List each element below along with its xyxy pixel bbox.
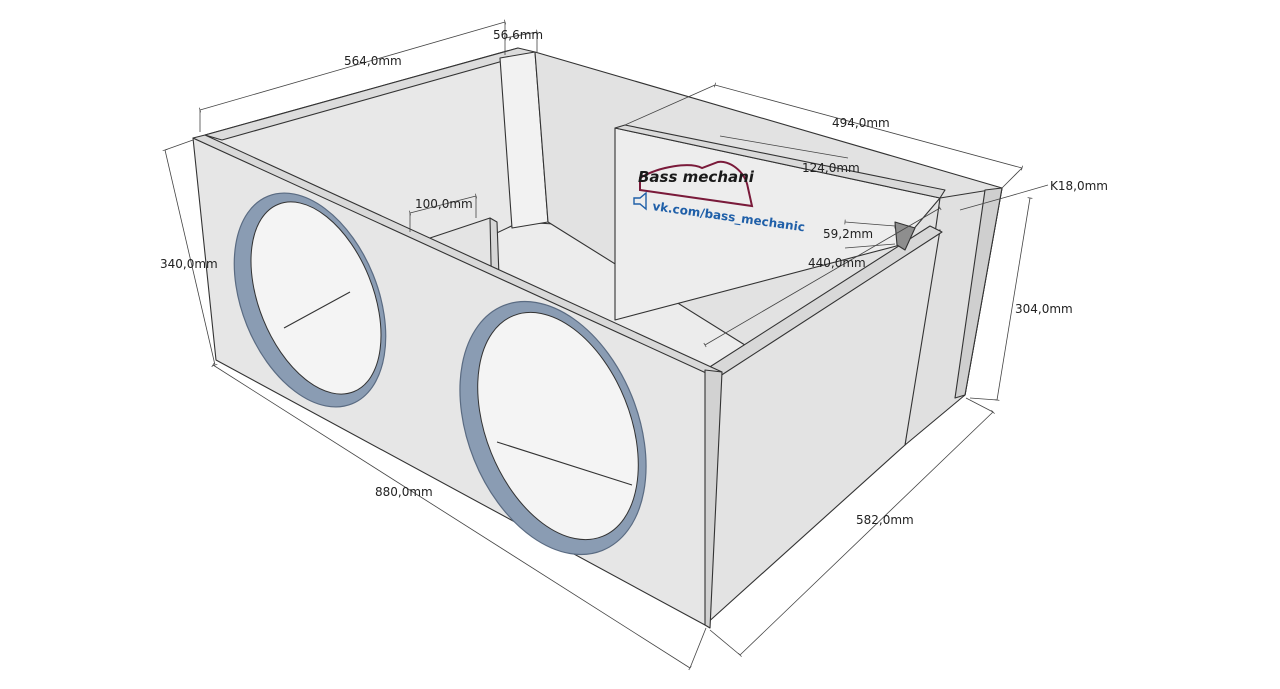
dim-port-width: 59,2mm xyxy=(823,227,873,241)
front-right-edge xyxy=(704,369,723,629)
dim-front-height: 340,0mm xyxy=(160,257,218,271)
dim-thickness: K18,0mm xyxy=(1050,179,1108,193)
dimension-labels: 564,0mm 56,6mm 494,0mm 124,0mm K18,0mm 3… xyxy=(160,28,1108,527)
dim-top-gap: 56,6mm xyxy=(493,28,543,42)
dim-side-depth: 582,0mm xyxy=(856,513,914,527)
dim-port-inner: 124,0mm xyxy=(802,161,860,175)
speaker-icon xyxy=(633,191,647,211)
dim-port-length: 494,0mm xyxy=(832,116,890,130)
dim-side-height: 304,0mm xyxy=(1015,302,1073,316)
right-end-edge xyxy=(954,187,1003,399)
dimension-lines xyxy=(162,19,1049,671)
brand-text: Bass mechani xyxy=(638,168,755,186)
dim-port-depth: 440,0mm xyxy=(808,256,866,270)
speaker-cutout-left xyxy=(233,192,387,408)
dim-front-width: 880,0mm xyxy=(375,485,433,499)
dim-top-back-width: 564,0mm xyxy=(344,54,402,68)
dim-port-wall-offset: 100,0mm xyxy=(415,197,473,211)
